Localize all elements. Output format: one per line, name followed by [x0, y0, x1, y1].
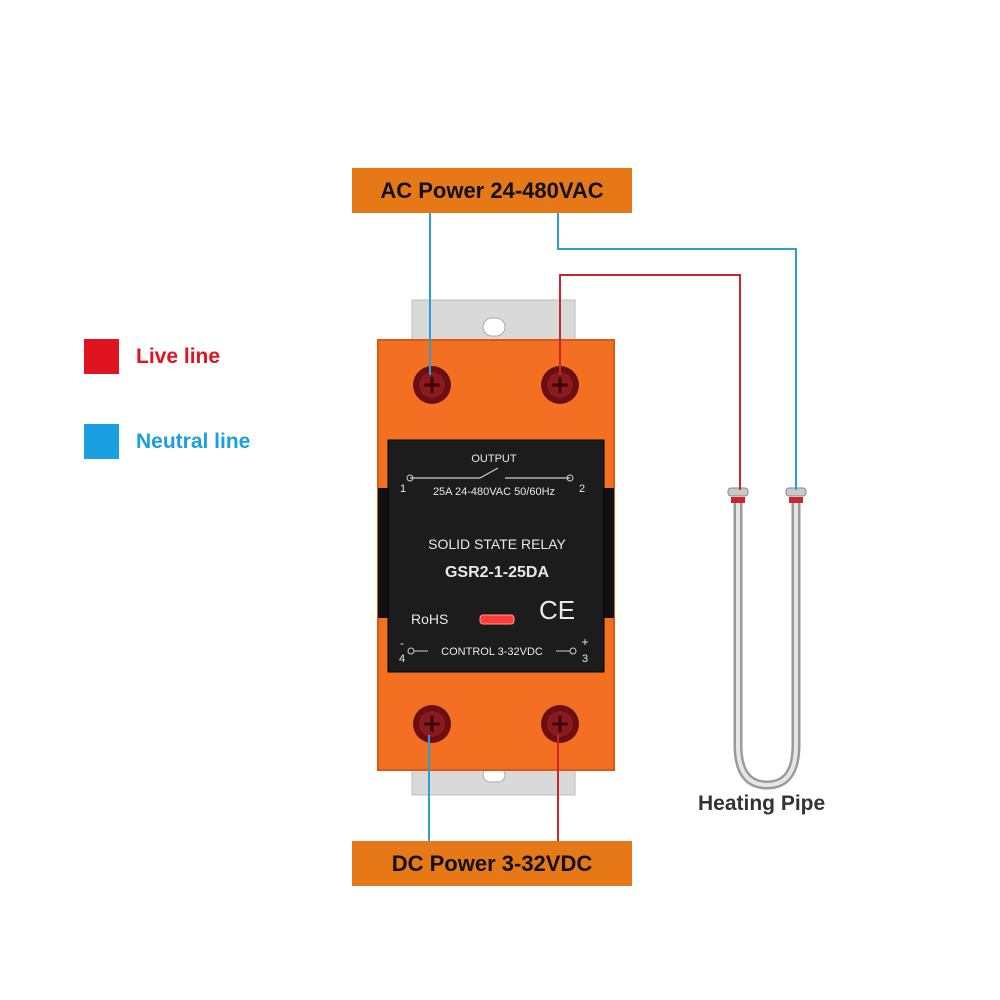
dc-power-label: DC Power 3-32VDC — [352, 841, 632, 886]
neutral-wire-output — [429, 213, 797, 490]
output-label: OUTPUT — [471, 453, 517, 465]
relay-type-text: SOLID STATE RELAY — [428, 536, 566, 552]
screw-terminal-4 — [413, 705, 451, 743]
ce-mark: CE — [539, 595, 575, 625]
heating-pipe-label: Heating Pipe — [698, 792, 826, 815]
live-line-label: Live line — [136, 345, 221, 368]
minus-sign: - — [400, 636, 404, 650]
bracket-slot-top — [482, 317, 506, 337]
heating-pipe — [727, 487, 807, 790]
screw-terminal-3 — [541, 705, 579, 743]
rohs-text: RoHS — [411, 611, 448, 627]
control-label: CONTROL 3-32VDC — [441, 646, 543, 658]
live-line-swatch — [84, 339, 119, 374]
rating-text: 25A 24-480VAC 50/60Hz — [433, 486, 555, 498]
terminal-1-label: 1 — [400, 483, 406, 495]
neutral-line-swatch — [84, 424, 119, 459]
screw-terminal-1 — [413, 366, 451, 404]
terminal-3-label: 3 — [582, 653, 588, 665]
terminal-2-label: 2 — [579, 483, 585, 495]
relay-front-panel — [387, 439, 605, 673]
terminal-4-label: 4 — [399, 653, 405, 665]
screw-terminal-2 — [541, 366, 579, 404]
live-wire-output — [559, 274, 741, 490]
neutral-line-label: Neutral line — [136, 430, 251, 453]
relay-model-text: GSR2-1-25DA — [445, 564, 549, 581]
plus-sign: + — [581, 635, 588, 649]
ac-power-label: AC Power 24-480VAC — [352, 168, 632, 213]
status-led — [479, 614, 515, 625]
